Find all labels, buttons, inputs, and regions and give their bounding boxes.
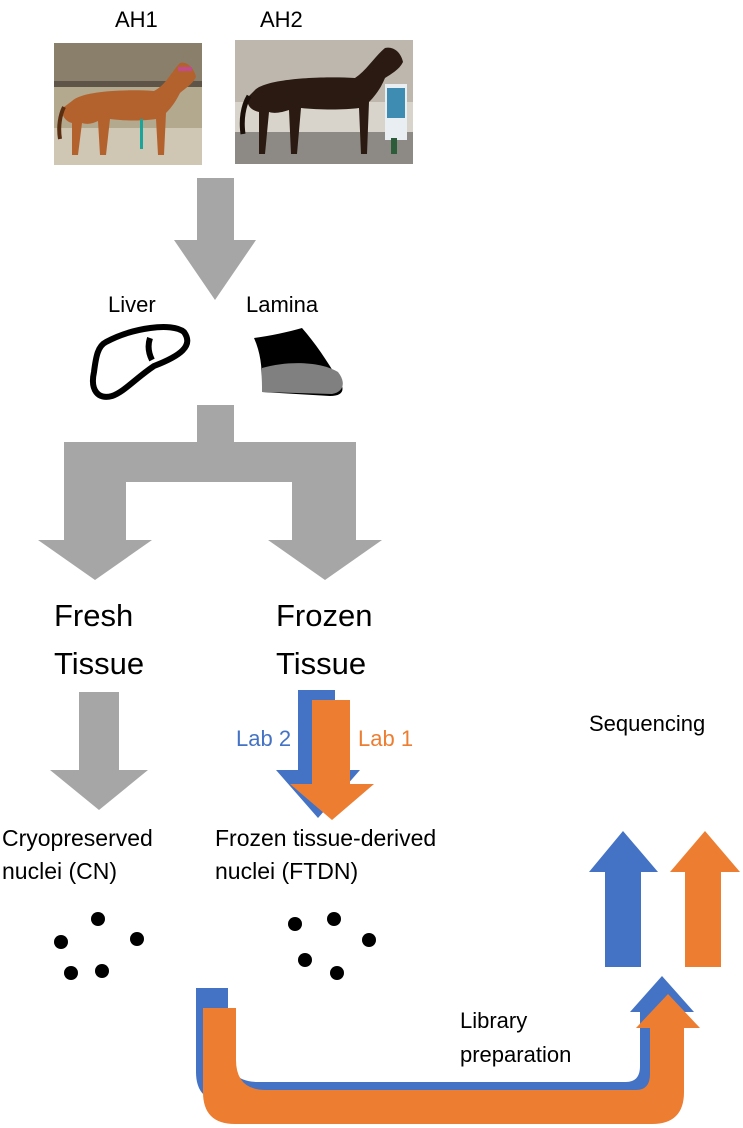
horse-label-ah2: AH2: [260, 7, 303, 32]
lab1-label: Lab 1: [358, 726, 414, 751]
horse-photo-ah1: [54, 43, 202, 165]
tissue-label-lamina: Lamina: [246, 292, 319, 317]
library-prep-label-line1: Library: [460, 1008, 528, 1033]
down-arrow-fresh: [50, 692, 148, 810]
cn-label-line2: nuclei (CN): [2, 858, 118, 884]
library-prep-arrow-lab2: [196, 976, 694, 1102]
ftdn-label-line2: nuclei (FTDN): [215, 858, 359, 884]
horse-label-ah1: AH1: [115, 7, 158, 32]
cn-label-line1: Cryopreserved: [2, 825, 153, 851]
library-prep-label-line2: preparation: [460, 1042, 572, 1067]
sequencing-arrow-lab1-stem: [685, 868, 721, 967]
sequencing-arrow-lab1: [670, 831, 740, 872]
ftdn-label-line1: Frozen tissue-derived: [215, 825, 437, 851]
fresh-tissue-label-line2: Tissue: [54, 646, 145, 681]
frozen-tissue-label-line1: Frozen: [276, 598, 373, 633]
split-arrow: [38, 405, 382, 580]
down-arrow-horses: [174, 178, 256, 300]
ftdn-nuclei-dots: [288, 912, 376, 980]
hoof-icon: [254, 328, 343, 396]
liver-icon: [90, 324, 191, 400]
lab1-arrow: [290, 700, 374, 820]
sequencing-arrow-lab2-stem: [605, 868, 641, 967]
horse-photo-ah2: [235, 40, 413, 164]
frozen-tissue-label-line2: Tissue: [276, 646, 367, 681]
tissue-label-liver: Liver: [108, 292, 156, 317]
cn-nuclei-dots: [54, 912, 144, 980]
library-prep-arrow-lab1: [203, 994, 700, 1124]
fresh-tissue-label-line1: Fresh: [54, 598, 134, 633]
lab2-label: Lab 2: [236, 726, 292, 751]
sequencing-label: Sequencing: [589, 711, 706, 736]
